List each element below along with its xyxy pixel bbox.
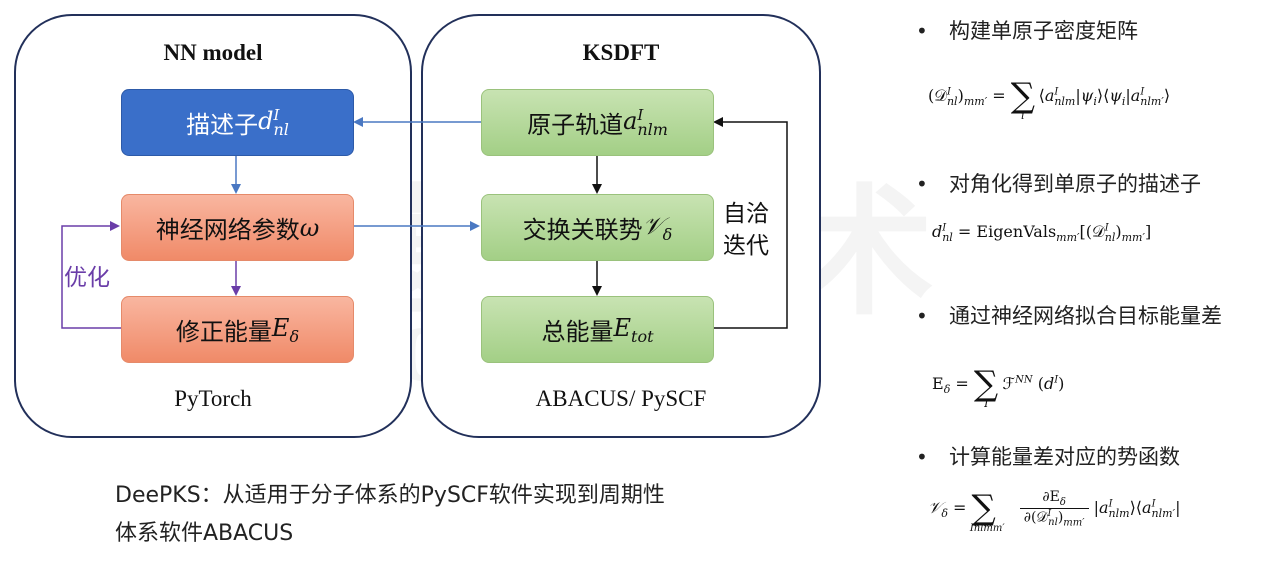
caption-line1: DeePKS：从适用于分子体系的PySCF软件实现到周期性 — [115, 483, 665, 508]
eigenvals-text: EigenVals — [976, 222, 1057, 241]
nn-params-symbol: ω — [299, 213, 320, 242]
bullet-descriptor: 对角化得到单原子的描述子 — [916, 168, 1201, 198]
descriptor-label: 描述子 — [186, 111, 259, 139]
caption: DeePKS：从适用于分子体系的PySCF软件实现到周期性 体系软件ABACUS — [115, 477, 665, 553]
scf-label-line2: 迭代 — [723, 233, 769, 259]
orbital-symbol: aInlm — [623, 106, 668, 139]
total-symbol: Etot — [613, 313, 654, 346]
ks-panel-title: KSDFT — [582, 40, 660, 65]
nn-panel-footer: PyTorch — [174, 386, 252, 411]
scf-iteration-label: 自洽 迭代 — [723, 198, 769, 262]
bullet-potential: 计算能量差对应的势函数 — [916, 441, 1180, 471]
correction-label: 修正能量 — [175, 318, 272, 346]
xc-symbol: 𝒱δ — [642, 211, 673, 244]
right-column: 构建单原子密度矩阵 (𝒟Inl)mm′ = ∑i⟨aInlm|ψi⟩⟨ψi|aI… — [900, 0, 1277, 565]
formula-energy-diff: Eδ = ∑IℱNN (dI) — [932, 364, 1065, 410]
nn-params-label: 神经网络参数 — [155, 216, 300, 244]
xc-label: 交换关联势 — [522, 216, 643, 244]
bullet-nn-fit: 通过神经网络拟合目标能量差 — [916, 300, 1222, 330]
arrow-optimize-loop — [61, 221, 121, 329]
descriptor-symbol: dInl — [258, 106, 289, 139]
bullet-density-matrix: 构建单原子密度矩阵 — [916, 15, 1138, 45]
total-label: 总能量 — [541, 318, 614, 346]
caption-line2: 体系软件ABACUS — [115, 521, 294, 546]
formula-density-matrix: (𝒟Inl)mm′ = ∑i⟨aInlm|ψi⟩⟨ψi|aInlm′⟩ — [928, 76, 1171, 122]
formula-descriptor: dInl = EigenValsmm′[(𝒟Inl)mm′] — [932, 222, 1152, 245]
nn-panel-title: NN model — [163, 40, 263, 65]
optimize-label: 优化 — [64, 265, 110, 291]
arrow-scf-loop — [712, 117, 788, 329]
formula-potential: 𝒱δ = ∑Inlmm′ ∂Eδ ∂(𝒟Inl)mm′ |aInlm⟩⟨aInl… — [928, 488, 1181, 534]
ks-panel-footer: ABACUS/ PySCF — [535, 386, 707, 411]
orbital-label: 原子轨道 — [527, 111, 624, 139]
correction-symbol: Eδ — [271, 313, 300, 346]
scf-label-line1: 自洽 — [723, 201, 769, 227]
